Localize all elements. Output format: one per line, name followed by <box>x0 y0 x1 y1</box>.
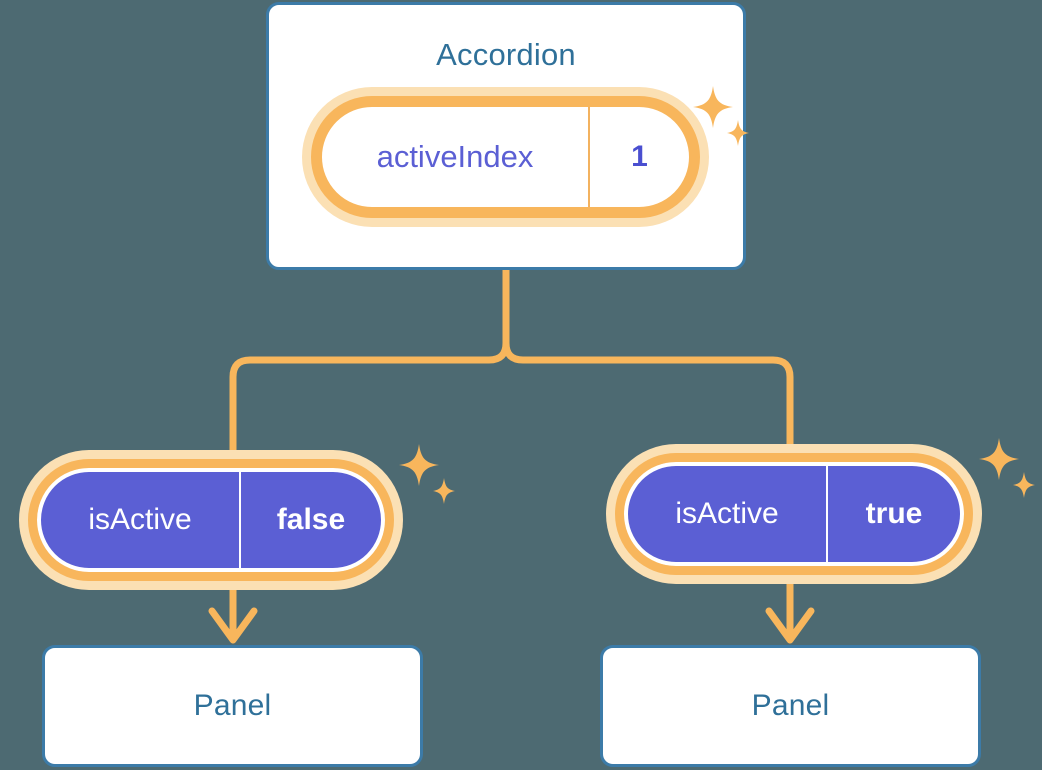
accordion-title: Accordion <box>436 37 576 72</box>
state-pill-active-index[interactable]: activeIndex 1 <box>311 96 700 218</box>
panel-title: Panel <box>193 689 272 722</box>
sparkle-four-point-small-icon <box>1013 472 1035 498</box>
panel-title: Panel <box>751 689 830 722</box>
prop-pill-value: false <box>276 503 346 536</box>
sparkle-four-point-large-icon <box>399 444 439 486</box>
state-pill-key: activeIndex <box>322 107 590 207</box>
prop-pill-key: isActive <box>628 466 828 562</box>
sparkle-group-left-pill <box>396 442 458 514</box>
sparkle-group-right-pill <box>976 436 1038 508</box>
branch-connector-left-icon <box>229 266 510 474</box>
state-pill-value: 1 <box>631 140 648 173</box>
sparkle-four-point-large-icon <box>979 438 1019 480</box>
prop-pill-is-active-true[interactable]: isActive true <box>615 453 973 575</box>
sparkle-four-point-small-icon <box>433 478 455 504</box>
prop-pill-key: isActive <box>41 472 241 568</box>
panel-component-card-left[interactable]: Panel <box>42 645 423 767</box>
arrow-down-left-icon <box>208 607 258 644</box>
arrow-down-right-icon <box>765 607 815 644</box>
prop-pill-value: true <box>865 497 923 530</box>
panel-component-card-right[interactable]: Panel <box>600 645 981 767</box>
prop-pill-is-active-false[interactable]: isActive false <box>28 459 394 581</box>
branch-connector-right-icon <box>502 266 794 474</box>
